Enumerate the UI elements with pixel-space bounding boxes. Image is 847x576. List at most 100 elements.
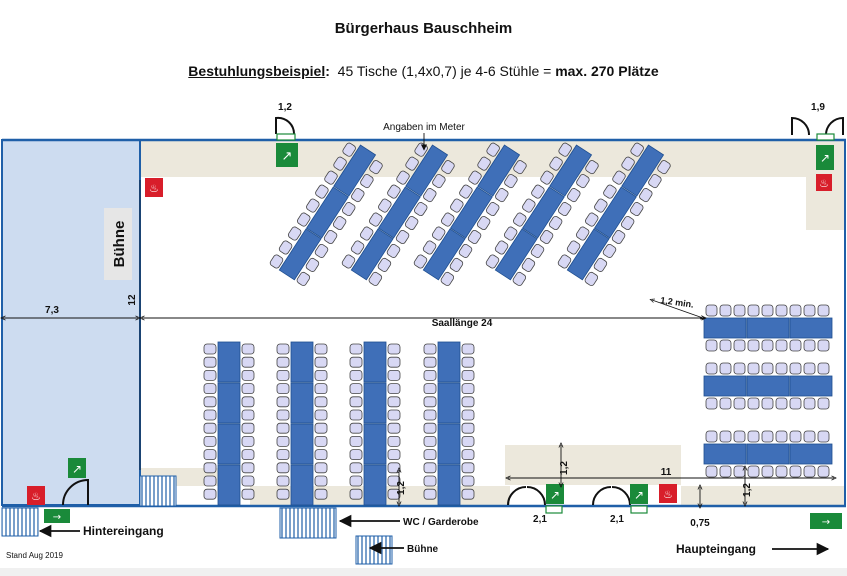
chair xyxy=(314,383,328,395)
chair xyxy=(241,356,255,368)
chair xyxy=(461,488,475,500)
chair xyxy=(276,369,290,381)
chair xyxy=(461,475,475,487)
chair xyxy=(630,202,644,217)
chair xyxy=(414,202,428,217)
chair xyxy=(620,216,635,231)
chair xyxy=(287,226,302,241)
chair xyxy=(405,156,419,171)
chair xyxy=(461,409,475,421)
chair xyxy=(296,271,311,286)
stage-depth-label: 12 xyxy=(127,294,138,306)
chair xyxy=(387,422,401,434)
chair xyxy=(387,462,401,474)
table xyxy=(549,144,593,197)
chair xyxy=(733,339,746,352)
chair xyxy=(733,430,746,443)
chair xyxy=(705,397,718,410)
chair xyxy=(593,257,608,272)
chair xyxy=(719,465,732,478)
table xyxy=(437,382,461,424)
chair xyxy=(441,212,455,227)
subtitle-colon: : xyxy=(325,63,330,79)
chair xyxy=(803,465,816,478)
table xyxy=(290,464,314,506)
chair xyxy=(349,449,363,461)
chair xyxy=(276,449,290,461)
chair xyxy=(761,465,774,478)
chair xyxy=(241,475,255,487)
table xyxy=(746,375,790,397)
chair xyxy=(513,212,527,227)
chair xyxy=(803,362,816,375)
chair xyxy=(494,240,509,255)
chair xyxy=(315,184,329,199)
chair xyxy=(203,449,217,461)
chair xyxy=(719,304,732,317)
chair xyxy=(461,343,475,355)
table xyxy=(350,228,394,281)
chair xyxy=(611,229,626,244)
chair xyxy=(775,465,788,478)
chair xyxy=(450,198,464,213)
chair xyxy=(705,362,718,375)
units-note: Angaben im Meter xyxy=(383,122,465,133)
table xyxy=(290,382,314,424)
chair xyxy=(461,422,475,434)
chair xyxy=(203,409,217,421)
chair xyxy=(369,160,383,175)
chair xyxy=(567,188,581,203)
table xyxy=(789,317,833,339)
chair xyxy=(803,304,816,317)
fire-extinguisher-icon: ♨ xyxy=(145,178,163,197)
chair xyxy=(276,462,290,474)
vertical-table-group xyxy=(203,341,475,506)
chair xyxy=(476,216,491,231)
chair xyxy=(461,369,475,381)
svg-text:↗: ↗ xyxy=(634,488,644,502)
chair xyxy=(276,356,290,368)
chair xyxy=(276,383,290,395)
door-bottom-1-frame xyxy=(545,505,563,514)
chair xyxy=(612,170,626,185)
table-column xyxy=(203,341,255,506)
chair xyxy=(276,475,290,487)
angled-table-row xyxy=(269,142,383,286)
table xyxy=(746,443,790,465)
chair xyxy=(440,271,455,286)
angled-table-row xyxy=(557,142,671,286)
table-column xyxy=(423,341,475,506)
emergency-exit-icon-rear: → xyxy=(44,509,70,523)
chair xyxy=(761,430,774,443)
chair xyxy=(276,396,290,408)
emergency-exit-icon-main: → xyxy=(810,513,842,529)
table xyxy=(789,375,833,397)
chair xyxy=(269,254,284,269)
table xyxy=(746,317,790,339)
table xyxy=(363,341,387,383)
angled-table-row xyxy=(413,142,527,286)
chair xyxy=(602,243,617,258)
table xyxy=(422,228,466,281)
chair xyxy=(761,397,774,410)
chair xyxy=(241,369,255,381)
dim-width-11: 11 xyxy=(661,467,672,478)
chair xyxy=(349,396,363,408)
stage-width-label: 7,3 xyxy=(45,305,59,316)
chair xyxy=(241,488,255,500)
chair xyxy=(423,449,437,461)
chair xyxy=(789,465,802,478)
stage-entry-label: Bühne xyxy=(407,544,439,555)
svg-text:↗: ↗ xyxy=(282,149,293,164)
chair xyxy=(349,462,363,474)
chair xyxy=(461,396,475,408)
svg-text:↗: ↗ xyxy=(820,151,830,165)
table xyxy=(449,186,493,239)
chair xyxy=(387,369,401,381)
chair xyxy=(789,339,802,352)
door-bottom-2-frame xyxy=(630,505,648,514)
chair xyxy=(241,383,255,395)
chair xyxy=(486,142,500,157)
horizontal-table-group xyxy=(703,304,833,478)
table xyxy=(437,464,461,506)
